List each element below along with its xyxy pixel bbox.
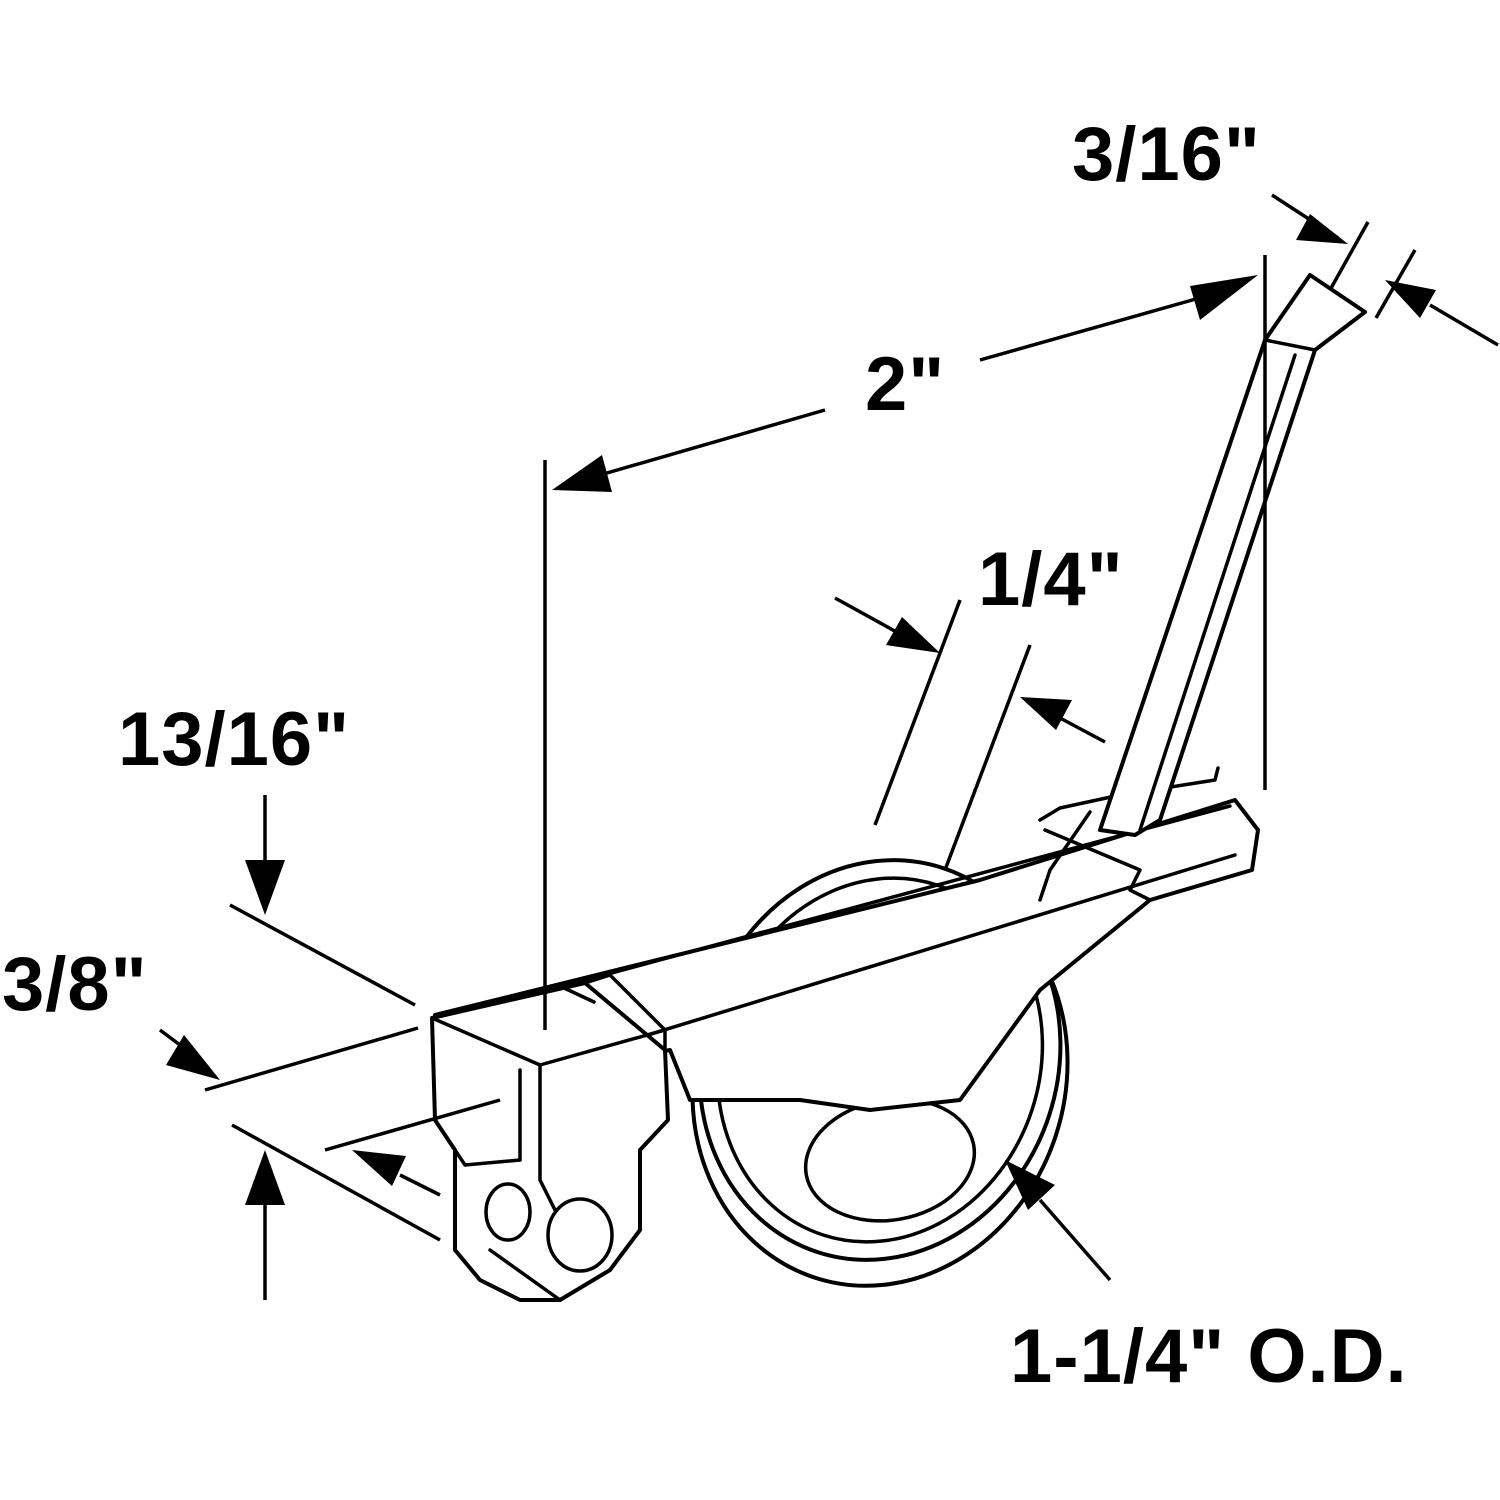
label-wheel-diameter: 1-1/4" O.D. xyxy=(1010,1314,1408,1399)
dimension-arm-length: 2" xyxy=(543,255,1267,1030)
dimension-housing-height: 13/16" xyxy=(118,697,441,1300)
front-housing xyxy=(430,973,670,1302)
label-top-offset: 3/16" xyxy=(1072,112,1261,197)
label-housing-height: 13/16" xyxy=(118,697,350,782)
dimension-wheel-width: 1/4" xyxy=(834,537,1124,871)
roller-assembly-part xyxy=(430,273,1367,1302)
upright-arm xyxy=(1098,273,1367,837)
dimension-wheel-diameter: 1-1/4" O.D. xyxy=(1005,1160,1408,1399)
label-housing-width: 3/8" xyxy=(2,942,148,1027)
dimension-housing-width: 3/8" xyxy=(2,942,501,1197)
label-arm-length: 2" xyxy=(865,342,945,427)
label-wheel-width: 1/4" xyxy=(978,537,1124,622)
dimension-top-offset: 3/16" xyxy=(1072,112,1499,347)
